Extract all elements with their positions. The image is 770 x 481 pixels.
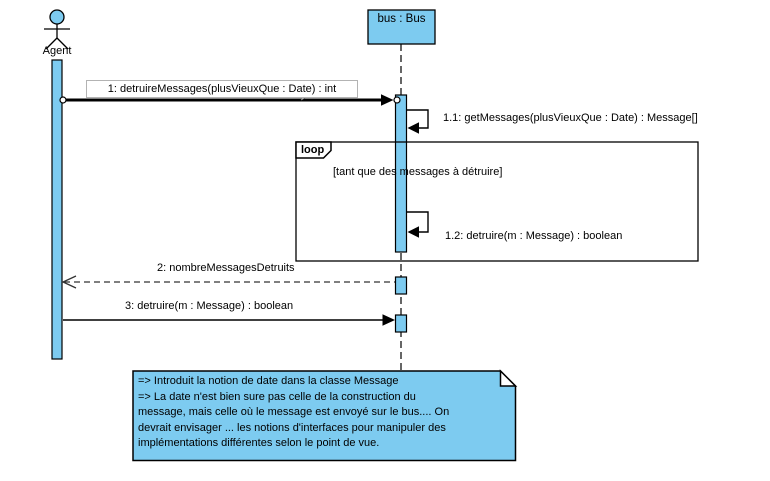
bus-activation-bar-2 (394, 276, 408, 295)
message-3-arrowhead-icon (382, 314, 395, 326)
message-1-1-line (406, 109, 429, 129)
message-1-1-arrowhead-icon (407, 122, 419, 134)
actor-leg-right (56, 37, 69, 50)
bus-activation-bar-3 (394, 314, 408, 333)
note-text-line: message, mais celle où le message est en… (138, 406, 450, 418)
message-1-2-arrowhead-icon (407, 226, 419, 238)
note-text: => Introduit la notion de date dans la c… (138, 374, 510, 452)
message-1-label: 1: detruireMessages(plusVieuxQue : Date)… (86, 80, 358, 98)
message-2-label: 2: nombreMessagesDetruits (157, 262, 295, 274)
bus-lifeline-label: bus : Bus (377, 13, 426, 25)
message-1-source-anchor (59, 96, 67, 104)
note-text-line: => La date n'est bien sure pas celle de … (138, 390, 416, 403)
loop-guard-label: [tant que des messages à détruire] (333, 166, 503, 178)
loop-fragment-frame (295, 141, 699, 262)
bus-activation-bar-1 (394, 94, 408, 253)
message-1-2-line (406, 211, 429, 233)
note-text-line: devrait envisager ... les notions d'inte… (138, 421, 446, 434)
actor-leg-left (45, 37, 58, 50)
actor-head (49, 9, 65, 25)
agent-activation-bar (51, 59, 63, 360)
message-2-open-arrowhead-icon (61, 275, 77, 289)
message-1-1-label: 1.1: getMessages(plusVieuxQue : Date) : … (443, 112, 698, 124)
actor-agent-figure (44, 9, 70, 50)
note-text-line: => Introduit la notion de date dans la c… (138, 375, 399, 387)
note-folded-corner-icon (499, 369, 518, 387)
note-body (132, 370, 517, 462)
actor-agent-label: Agent (42, 45, 72, 57)
message-1-target-anchor (393, 96, 401, 104)
message-3-label: 3: detruire(m : Message) : boolean (125, 300, 294, 312)
message-1-arrowhead-icon (381, 94, 394, 106)
loop-operator-pentagon (295, 141, 332, 159)
note-text-line: implémentations différentes selon le poi… (138, 437, 380, 449)
loop-operator-label: loop (301, 144, 325, 156)
message-1-2-label: 1.2: detruire(m : Message) : boolean (445, 230, 623, 242)
